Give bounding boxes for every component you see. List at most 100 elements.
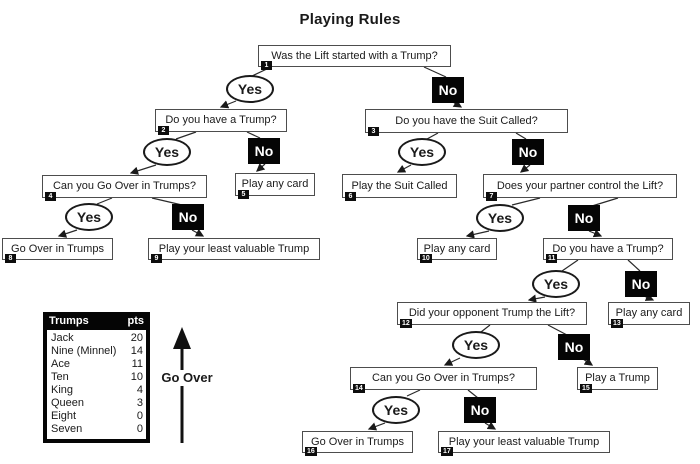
no-box-14: No [464,397,496,423]
q2-have-trump: Do you have a Trump? 2 [155,109,287,135]
card-pts: 20 [130,332,143,344]
q11-have-trump: Do you have a Trump? 11 [543,238,673,263]
yes-ellipse-7: Yes [476,204,524,232]
node-label: Can you Go Over in Trumps? [371,372,516,384]
node-label: Go Over in Trumps [311,435,404,448]
yes-ellipse-4: Yes [65,203,113,231]
card-name: Ten [51,371,69,383]
q14-can-go-over: Can you Go Over in Trumps? 14 [350,367,537,393]
go-over-arrow [173,327,191,443]
a13-play-any-card: Play any card 13 [608,302,690,328]
node-label: Play any card [241,178,309,190]
step-badge-4: 4 [45,192,56,201]
q4-can-go-over: Can you Go Over in Trumps? 4 [42,175,207,201]
node-label: Play any card [423,242,491,255]
card-name: Ace [51,358,70,370]
no-box-11: No [625,271,657,297]
yes-ellipse-1: Yes [226,75,274,103]
q3-have-suit-called: Do you have the Suit Called? 3 [365,109,568,136]
go-over-label: Go Over [155,370,219,386]
card-pts: 14 [130,345,143,357]
node-label: Play your least valuable Trump [448,435,600,448]
table-row: Seven 0 [51,423,143,436]
step-badge-7: 7 [486,192,497,201]
table-body: Jack 20 Nine (Minnel) 14 Ace 11 Ten 10 K… [47,330,146,439]
node-label: Do you have a Trump? [552,242,664,255]
a16-go-over-in-trumps: Go Over in Trumps 16 [302,431,413,456]
step-badge-11: 11 [546,254,558,263]
table-row: Jack 20 [51,332,143,345]
page-title: Playing Rules [299,11,401,28]
table-row: Nine (Minnel) 14 [51,345,143,358]
card-pts: 10 [130,371,143,383]
card-pts: 0 [136,410,143,422]
card-name: Queen [51,397,85,409]
step-badge-2: 2 [158,126,169,135]
card-name: Seven [51,423,83,435]
node-label: Play a Trump [585,372,650,384]
node-label: Go Over in Trumps [11,242,104,255]
a10-play-any-card: Play any card 10 [417,238,497,263]
no-box-1: No [432,77,464,103]
node-label: Can you Go Over in Trumps? [52,180,197,192]
no-box-7: No [568,205,600,231]
card-pts: 0 [136,423,143,435]
yes-ellipse-3: Yes [398,138,446,166]
step-badge-6: 6 [345,192,356,201]
node-label: Does your partner control the Lift? [496,179,664,192]
table-row: King 4 [51,384,143,397]
step-badge-9: 9 [151,254,162,263]
step-badge-10: 10 [420,254,432,263]
step-badge-16: 16 [305,447,317,456]
trump-points-table: Trumps pts Jack 20 Nine (Minnel) 14 Ace … [43,312,150,443]
table-row: Queen 3 [51,397,143,410]
a5-play-any-card: Play any card 5 [235,173,315,199]
node-label: Play any card [615,307,683,319]
table-row: Ten 10 [51,371,143,384]
node-label: Do you have a Trump? [165,114,277,126]
step-badge-15: 15 [580,384,592,393]
q1-lift-started-with-trump: Was the Lift started with a Trump? 1 [258,45,451,70]
yes-ellipse-14: Yes [372,396,420,424]
step-badge-17: 17 [441,447,453,456]
yes-ellipse-12: Yes [452,331,500,359]
table-row: Ace 11 [51,358,143,371]
step-badge-1: 1 [261,61,272,70]
step-badge-12: 12 [400,319,412,328]
a6-play-suit-called: Play the Suit Called 6 [342,174,457,201]
yes-ellipse-11: Yes [532,270,580,298]
table-row: Eight 0 [51,410,143,423]
no-box-4: No [172,204,204,230]
yes-ellipse-2: Yes [143,138,191,166]
q7-partner-controls-lift: Does your partner control the Lift? 7 [483,174,677,201]
step-badge-8: 8 [5,254,16,263]
no-box-2: No [248,138,280,164]
card-name: Eight [51,410,77,422]
no-box-3: No [512,139,544,165]
card-name: King [51,384,74,396]
a9-play-least-valuable-trump: Play your least valuable Trump 9 [148,238,320,263]
card-pts: 3 [136,397,143,409]
q12-opponent-trumped-lift: Did your opponent Trump the Lift? 12 [397,302,587,328]
card-name: Nine (Minnel) [51,345,117,357]
node-label: Play your least valuable Trump [158,242,310,255]
table-header: Trumps pts [47,312,146,330]
a15-play-a-trump: Play a Trump 15 [577,367,658,393]
step-badge-3: 3 [368,127,379,136]
a8-go-over-in-trumps: Go Over in Trumps 8 [2,238,113,263]
card-pts: 4 [136,384,143,396]
header-trumps: Trumps [49,315,89,327]
no-box-12: No [558,334,590,360]
step-badge-13: 13 [611,319,623,328]
node-label: Do you have the Suit Called? [395,114,538,127]
step-badge-14: 14 [353,384,365,393]
card-pts: 11 [131,358,143,370]
step-badge-5: 5 [238,190,249,199]
node-label: Did your opponent Trump the Lift? [408,307,576,319]
node-label: Play the Suit Called [351,179,448,192]
a17-play-least-valuable-trump: Play your least valuable Trump 17 [438,431,610,456]
card-name: Jack [51,332,74,344]
header-pts: pts [127,315,145,327]
